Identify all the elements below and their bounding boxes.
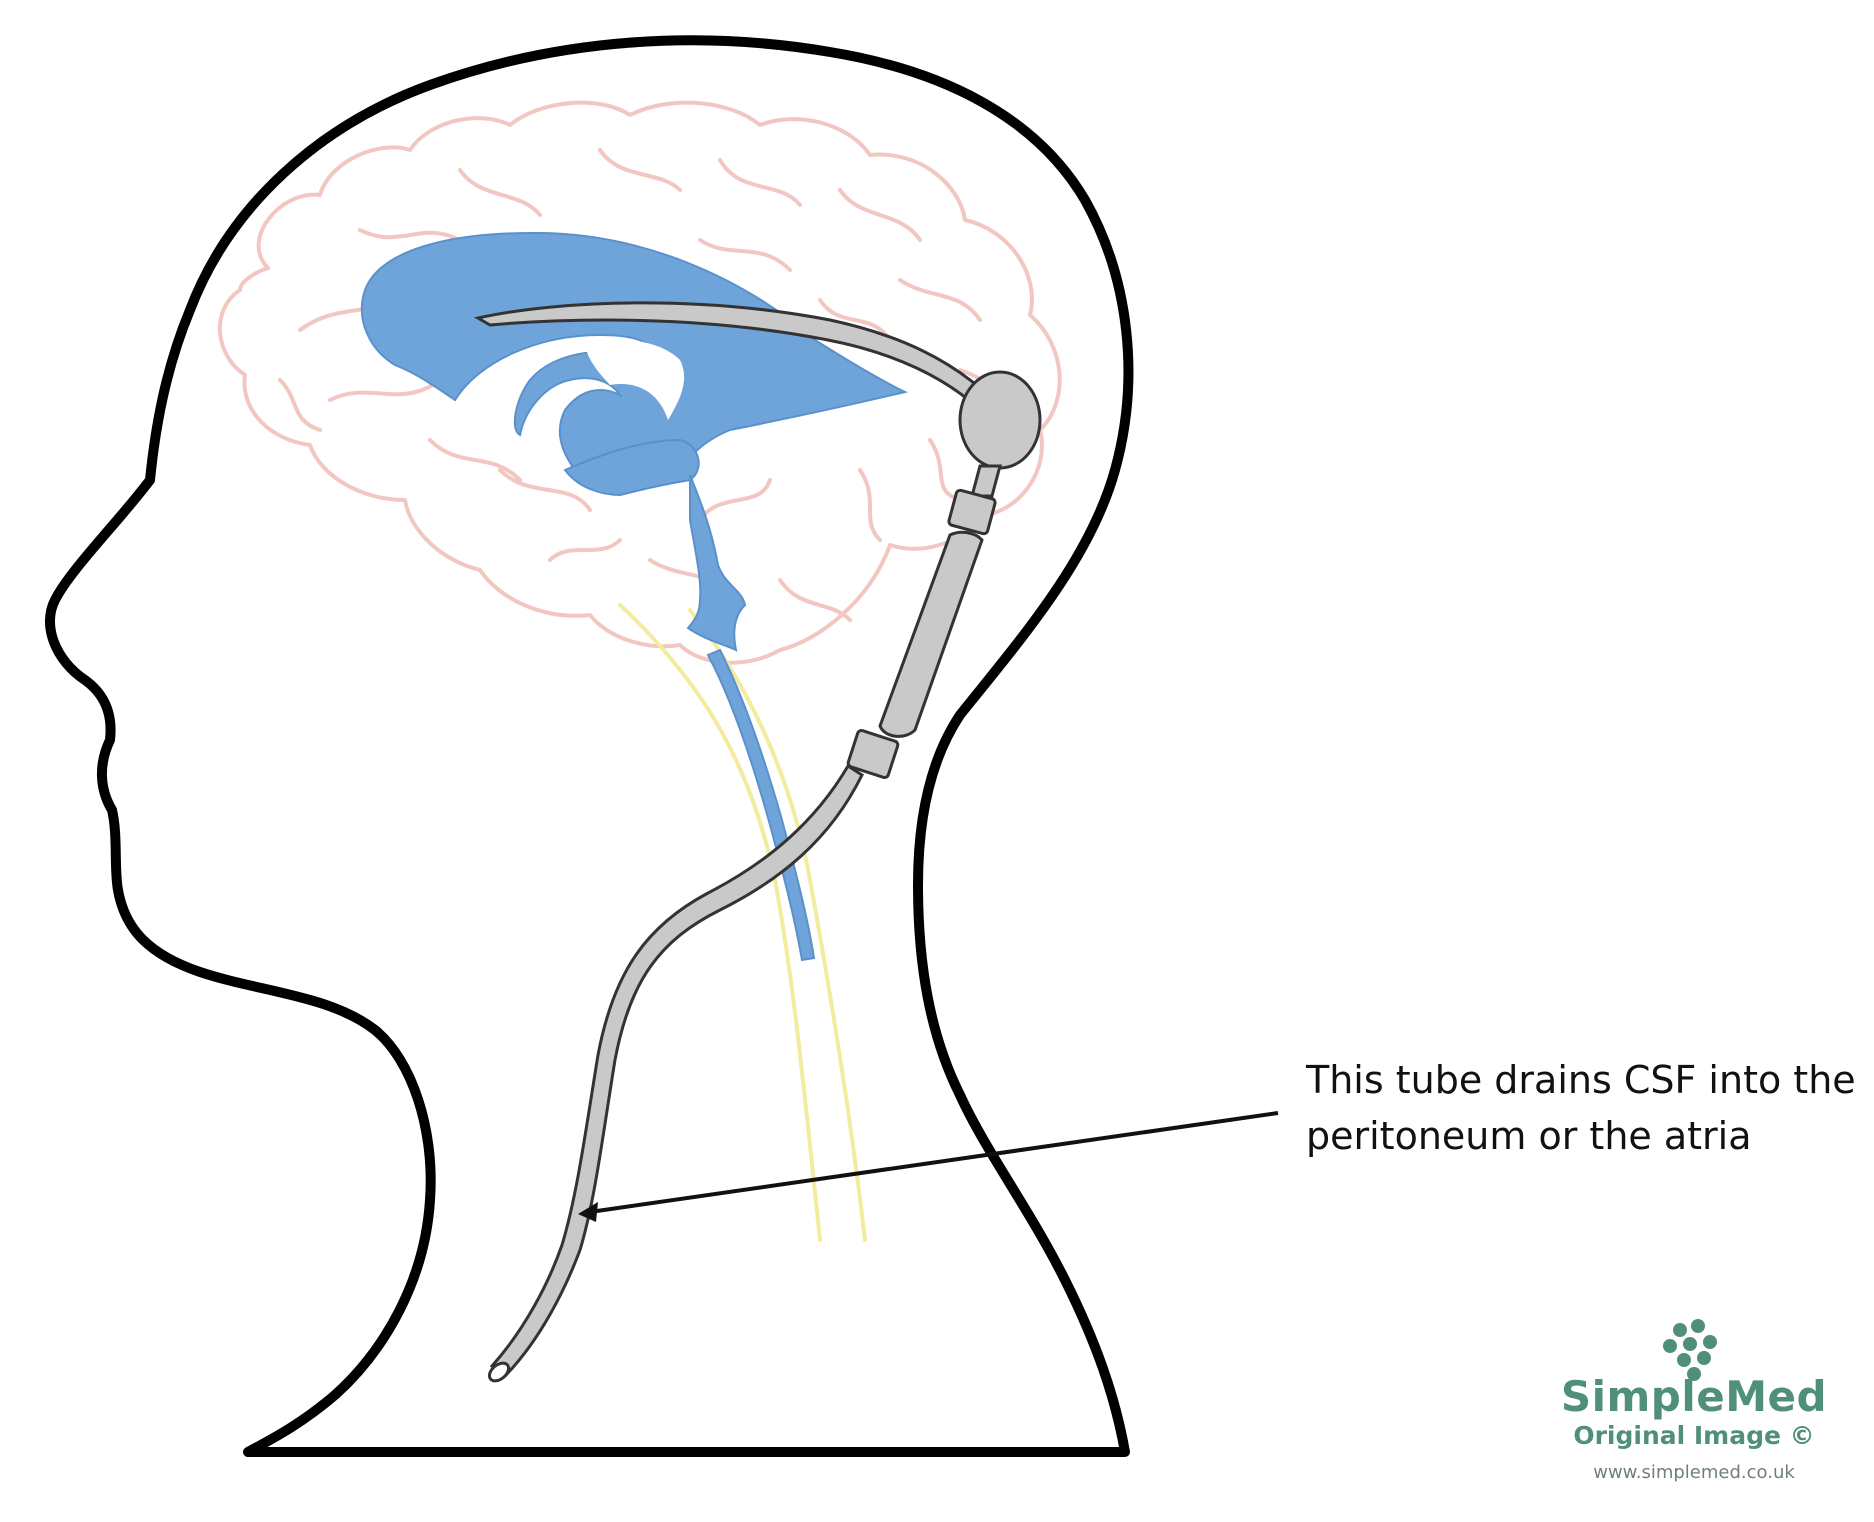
head-outline bbox=[44, 35, 1134, 1457]
shunt bbox=[473, 301, 1042, 1383]
shunt-valve bbox=[878, 530, 984, 738]
watermark-brand: SimpleMed bbox=[1560, 1372, 1828, 1421]
ventricle-gap bbox=[585, 340, 685, 420]
simplemed-watermark: SimpleMed Original Image © www.simplemed… bbox=[1544, 1318, 1844, 1488]
annotation-label: This tube drains CSF into the peritoneum… bbox=[1306, 1052, 1866, 1164]
leader-line bbox=[589, 1111, 1279, 1214]
annotation-leader bbox=[578, 1111, 1279, 1222]
annotation-line-2: peritoneum or the atria bbox=[1306, 1114, 1752, 1158]
annotation-line-1: This tube drains CSF into the bbox=[1306, 1058, 1856, 1102]
shunt-reservoir bbox=[958, 370, 1042, 470]
brain-outline bbox=[217, 100, 1062, 665]
brain bbox=[217, 100, 1062, 665]
watermark-url: www.simplemed.co.uk bbox=[1593, 1462, 1795, 1483]
watermark-logo-space bbox=[1544, 1318, 1844, 1374]
watermark-subtitle: Original Image © bbox=[1573, 1421, 1815, 1450]
central-canal bbox=[706, 648, 816, 962]
simplemed-logo-icon bbox=[1663, 1319, 1717, 1381]
fourth-ventricle-and-aqueduct bbox=[686, 474, 747, 652]
catheter-tip bbox=[487, 1361, 511, 1383]
upper-connector bbox=[947, 488, 997, 536]
lower-connector bbox=[846, 728, 900, 780]
spinal-nerve-right bbox=[688, 608, 867, 1242]
leader-arrowhead bbox=[578, 1202, 598, 1222]
spinal-nerve-left bbox=[618, 603, 822, 1242]
valve-stem bbox=[970, 464, 1002, 498]
spinal-nerves bbox=[618, 603, 867, 1242]
